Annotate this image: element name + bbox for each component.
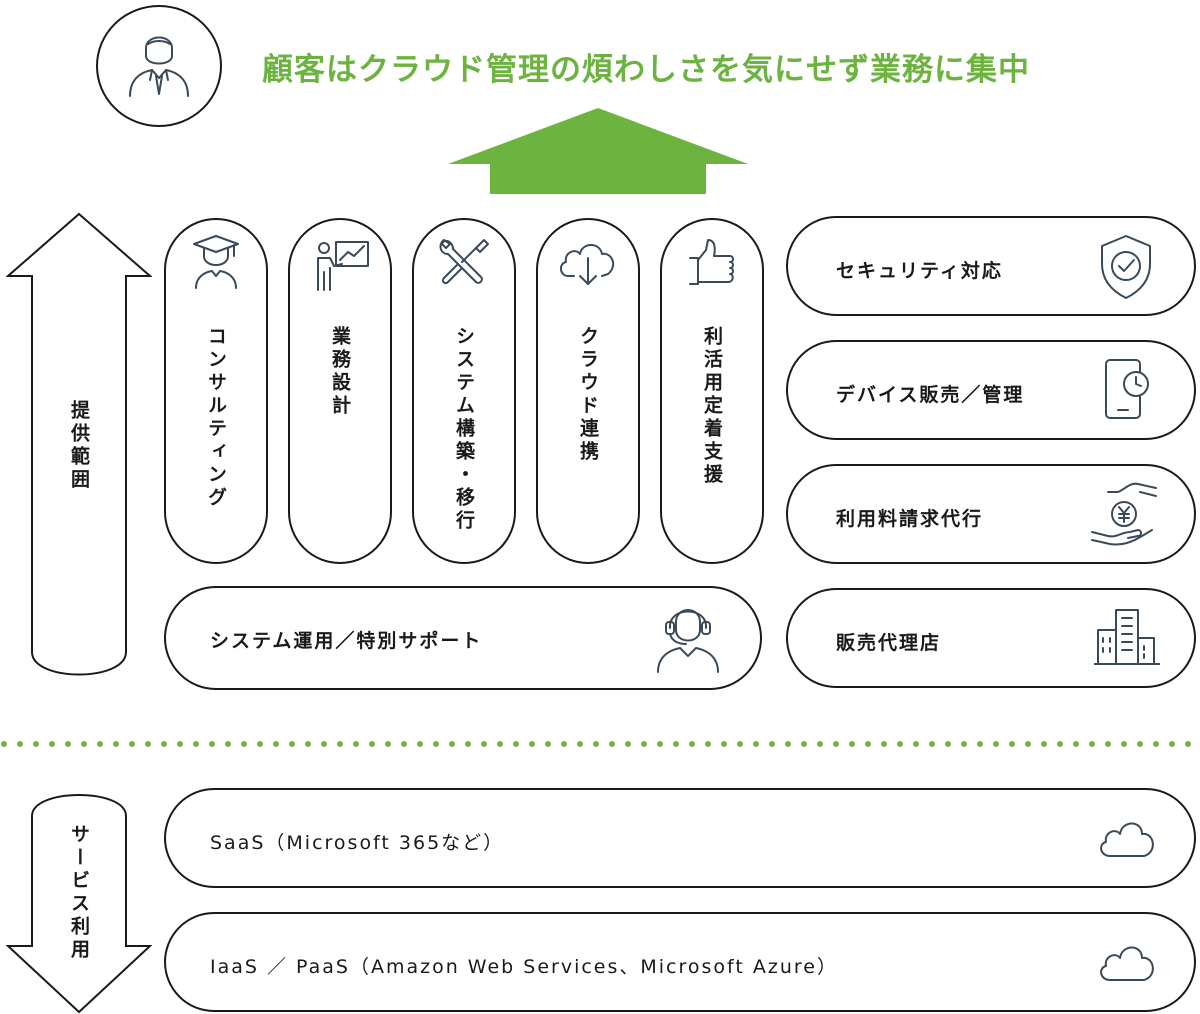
shield-check-icon [1101,235,1151,299]
graduate-icon [193,235,239,289]
cloud-icon [1100,946,1154,981]
cloud-icon [1100,822,1154,857]
service-pill-system-build [412,218,516,564]
service-pill-adoption [660,218,764,564]
device-label: デバイス販売／管理 [836,384,1025,406]
scope-label: 提供範囲 [68,400,90,492]
adoption-label: 利活用定着支援 [701,326,723,487]
operation-pill [164,586,762,690]
cloud-link-label: クラウド連携 [577,326,599,464]
thumbs-up-icon [689,239,734,285]
headset-icon [657,609,719,673]
system-build-label: システム構築・移行 [453,326,475,533]
buildings-icon [1094,609,1160,665]
smartphone-clock-icon [1105,359,1149,419]
wrench-screwdriver-icon [439,239,489,285]
consulting-label: コンサルティング [205,326,227,510]
service-use-down-arrow [6,794,152,1014]
green-up-arrow [448,108,748,194]
headline: 顧客はクラウド管理の煩わしさを気にせず業務に集中 [262,52,1030,88]
iaas-paas-label: IaaS ／ PaaS（Amazon Web Services、Microsof… [210,956,838,978]
yen-hands-icon [1091,482,1157,546]
iaas-paas-pill [164,912,1196,1012]
reseller-label: 販売代理店 [836,632,942,654]
cloud-download-icon [560,244,615,285]
operation-label: システム運用／特別サポート [210,630,483,652]
billing-label: 利用料請求代行 [836,508,984,530]
reseller-pill [786,588,1196,688]
security-label: セキュリティ対応 [836,260,1003,282]
presentation-icon [317,241,369,291]
scope-double-arrow [6,212,152,676]
saas-pill [164,788,1196,888]
customer-avatar [94,4,224,128]
business-design-label: 業務設計 [329,326,351,418]
saas-label: SaaS（Microsoft 365など） [210,832,505,854]
divider-dotted [1,741,1199,747]
service-pill-business-design [288,218,392,564]
service-use-label: サービス利用 [68,824,90,962]
businessman-icon [96,5,222,127]
